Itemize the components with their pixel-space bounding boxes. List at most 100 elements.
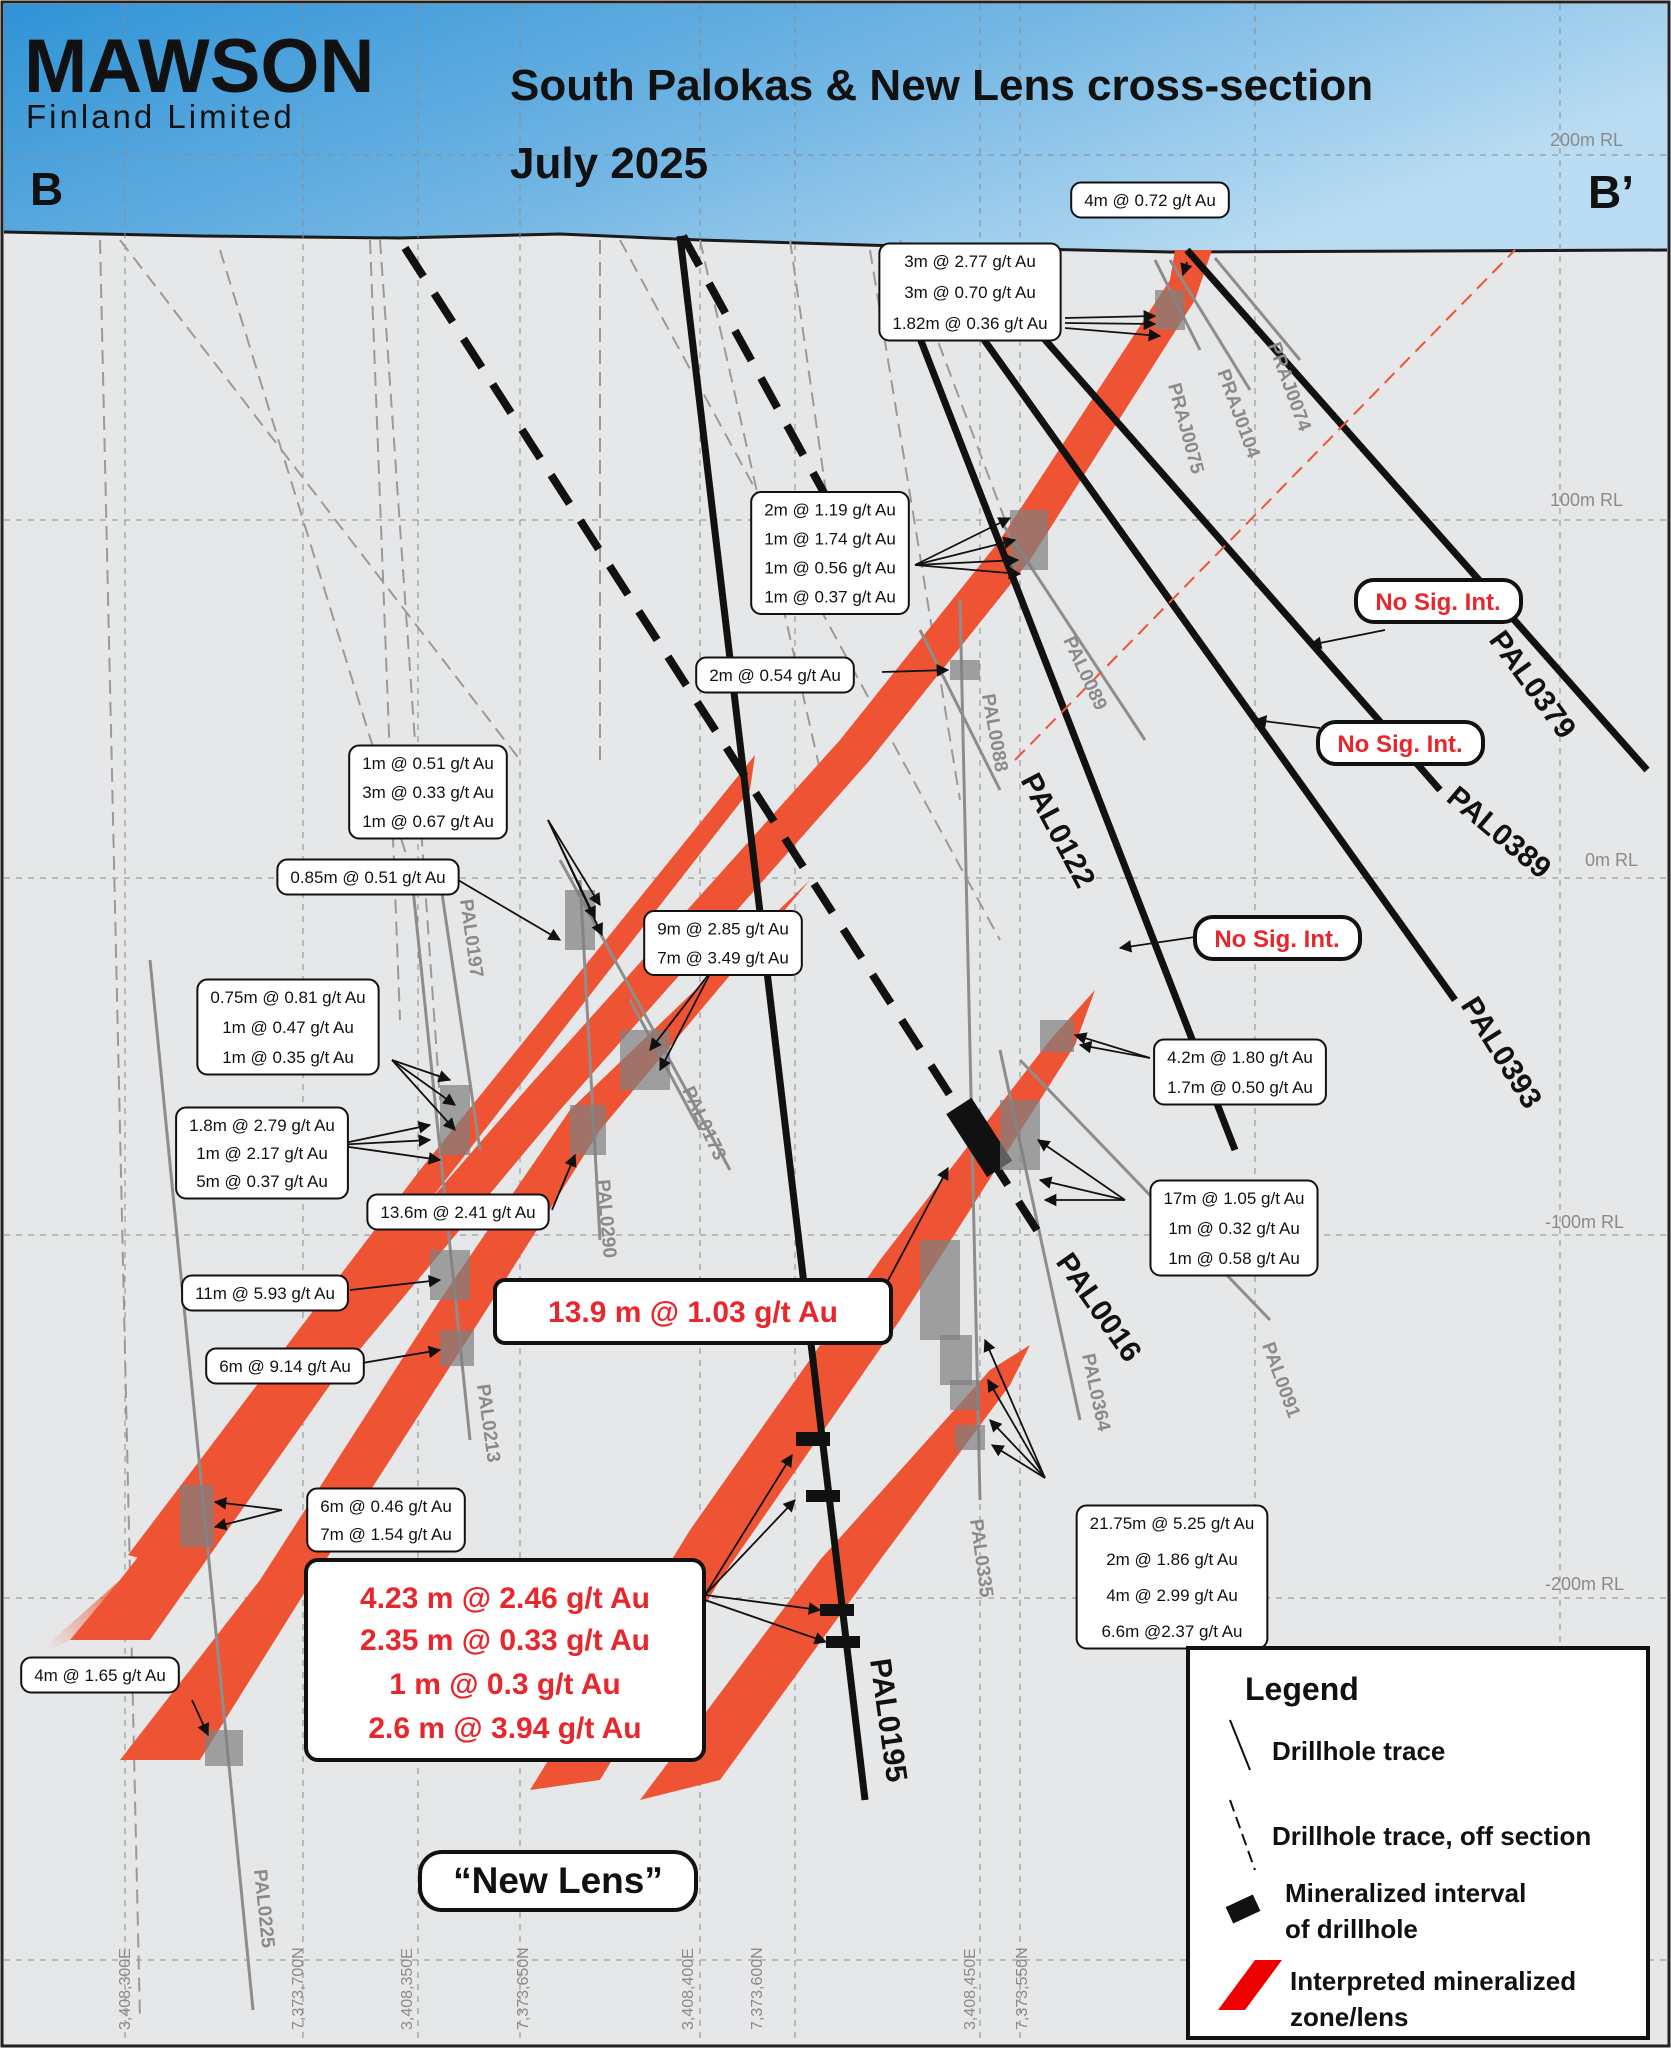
projected-trace: [1014, 249, 1516, 761]
coord-label: 7,373,550N: [1014, 1947, 1031, 2030]
topography-line: [3, 230, 1668, 254]
section-start-label: B: [30, 163, 63, 215]
intercept-box-frame: [750, 491, 910, 615]
intercept-box-frame: [20, 1656, 180, 1694]
minor-traces: [148, 257, 1302, 2011]
intercept-box: 4m @ 0.72 g/t Au: [1070, 181, 1230, 219]
intercept-text: 1.8m @ 2.79 g/t Au: [189, 1116, 335, 1135]
intercept-text: 4m @ 1.65 g/t Au: [34, 1666, 166, 1685]
intercept-text: 4m @ 2.99 g/t Au: [1106, 1586, 1238, 1605]
legend-item: Interpreted mineralized: [1290, 1966, 1576, 1996]
coord-label: 7,373,700N: [290, 1947, 307, 2030]
intercept-box-frame: [643, 910, 803, 976]
section-end-label: B’: [1588, 166, 1634, 218]
intercept-text: 2m @ 1.19 g/t Au: [764, 500, 896, 519]
intercept-box-frame: [181, 1274, 349, 1312]
intercept-box-frame: [695, 656, 855, 694]
highlight-intercept: 1 m @ 0.3 g/t Au: [389, 1668, 621, 1701]
intercept-text: 1m @ 0.56 g/t Au: [764, 558, 896, 577]
intercept-box: 4m @ 1.65 g/t Au: [20, 1656, 180, 1694]
coord-label: 7,373,650N: [515, 1947, 532, 2030]
legend: Legend Drillhole trace Drillhole trace, …: [1186, 1646, 1650, 2040]
intercept-text: 2m @ 0.54 g/t Au: [709, 666, 841, 685]
intercept-box-frame: [366, 1193, 550, 1231]
intercept-box: 9m @ 2.85 g/t Au 7m @ 3.49 g/t Au: [643, 910, 803, 976]
intercept-box: 6m @ 9.14 g/t Au: [205, 1347, 365, 1385]
intercept-text: 2m @ 1.86 g/t Au: [1106, 1550, 1238, 1569]
intercept-box-frame: [205, 1347, 365, 1385]
intercept-text: 6m @ 0.46 g/t Au: [320, 1497, 452, 1516]
legend-zone-icon: [1218, 1960, 1282, 2010]
coord-label: 3,408,400E: [680, 1948, 697, 2030]
intercept-box-frame: [1075, 1504, 1269, 1650]
legend-interval-icon: [1225, 1894, 1261, 1924]
rl-label: 0m RL: [1585, 850, 1638, 870]
highlight-intercept: 4.23 m @ 2.46 g/t Au: [360, 1582, 650, 1615]
intercept-box: 17m @ 1.05 g/t Au 1m @ 0.32 g/t Au 1m @ 0.…: [1149, 1179, 1319, 1277]
coord-label: 3,408,450E: [962, 1948, 979, 2030]
intercept-text: 5m @ 0.37 g/t Au: [196, 1172, 328, 1191]
intercept-box-frame: [1153, 1038, 1327, 1106]
intercept-text: 4.2m @ 1.80 g/t Au: [1167, 1048, 1313, 1067]
intercept-box: 0.85m @ 0.51 g/t Au: [276, 858, 460, 896]
intercept-box-frame: [306, 1487, 466, 1553]
intercept-text: 1m @ 0.32 g/t Au: [1168, 1219, 1300, 1238]
intercept-text: 6.6m @2.37 g/t Au: [1101, 1622, 1242, 1641]
intercept-box: 11m @ 5.93 g/t Au: [181, 1274, 349, 1312]
intercept-text: 1m @ 1.74 g/t Au: [764, 529, 896, 548]
highlight-box-pal0016: [493, 1278, 893, 1345]
sky-band: [4, 4, 1667, 252]
intercept-box-frame: [1070, 181, 1230, 219]
intercept-text: 3m @ 0.70 g/t Au: [904, 283, 1036, 302]
rl-label: -100m RL: [1545, 1212, 1624, 1232]
intercept-text: 1m @ 0.67 g/t Au: [362, 812, 494, 831]
new-lens-label: “New Lens”: [453, 1860, 663, 1901]
dashed-main-traces: [401, 234, 1044, 1238]
mineralized-intervals: [796, 1097, 1013, 1648]
highlight-intercept: 2.35 m @ 0.33 g/t Au: [360, 1624, 650, 1657]
rl-labels: 200m RL 100m RL 0m RL -100m RL -200m RL: [1545, 130, 1638, 1594]
intercept-box-frame: [196, 978, 380, 1076]
intercept-box-frame: [878, 242, 1062, 342]
legend-item: Mineralized interval: [1285, 1878, 1526, 1908]
intercept-box: 13.6m @ 2.41 g/t Au: [366, 1193, 550, 1231]
intercept-text: 17m @ 1.05 g/t Au: [1163, 1189, 1304, 1208]
intercept-box: 2m @ 1.19 g/t Au 1m @ 1.74 g/t Au 1m @ 0.5…: [750, 491, 910, 615]
legend-item: of drillhole: [1285, 1914, 1418, 1944]
leader-arrows: [191, 261, 1386, 1737]
intercept-text: 7m @ 3.49 g/t Au: [657, 948, 789, 967]
no-sig-label: No Sig. Int.: [1214, 926, 1339, 953]
intercept-box: 2m @ 0.54 g/t Au: [695, 656, 855, 694]
lens-fade-a: [30, 1580, 150, 1660]
title-line2: July 2025: [510, 139, 708, 188]
new-lens-badge: [418, 1850, 698, 1912]
company-logo-sub: Finland Limited: [26, 98, 295, 135]
intercept-text: 1.82m @ 0.36 g/t Au: [892, 314, 1047, 333]
intercept-box-frame: [175, 1106, 349, 1200]
intercept-text: 1.7m @ 0.50 g/t Au: [1167, 1078, 1313, 1097]
rl-label: 200m RL: [1550, 130, 1623, 150]
company-logo-main: MAWSON: [24, 24, 374, 109]
intercept-text: 3m @ 0.33 g/t Au: [362, 783, 494, 802]
coordinate-labels: 3,408,300E 7,373,700N 3,408,350E 7,373,6…: [117, 1947, 1031, 2030]
intercept-text: 1m @ 0.58 g/t Au: [1168, 1249, 1300, 1268]
no-sig-badge: [1354, 578, 1523, 624]
highlight-intercept: 2.6 m @ 3.94 g/t Au: [368, 1712, 641, 1745]
legend-dashed-line-icon: [1229, 1799, 1256, 1871]
highlight-box-pal0195: [304, 1558, 706, 1762]
intercept-text: 1m @ 0.35 g/t Au: [222, 1048, 354, 1067]
intercept-text: 0.75m @ 0.81 g/t Au: [210, 988, 365, 1007]
no-sig-badge: [1316, 720, 1485, 766]
intercept-text: 0.85m @ 0.51 g/t Au: [290, 868, 445, 887]
title-line1: South Palokas & New Lens cross-section: [510, 61, 1373, 110]
intercept-text: 9m @ 2.85 g/t Au: [657, 919, 789, 938]
intercept-text: 11m @ 5.93 g/t Au: [195, 1284, 335, 1303]
new-lens-upper: [120, 880, 810, 1760]
